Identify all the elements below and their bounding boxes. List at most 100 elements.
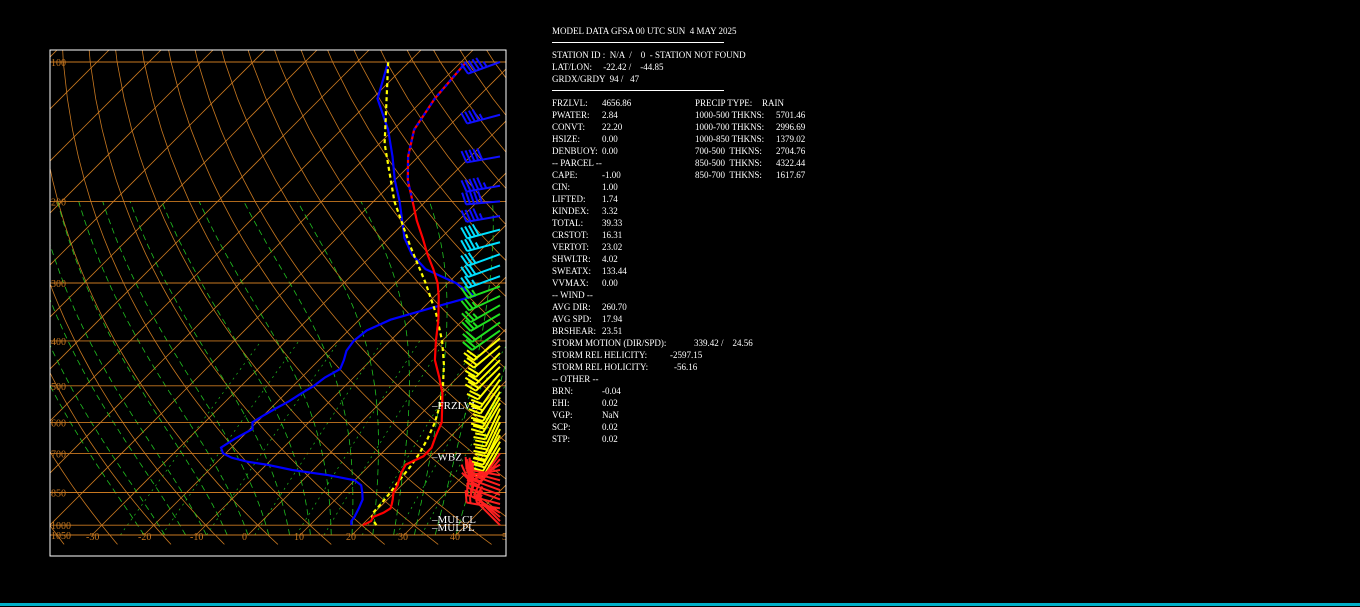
wind-barb-flag bbox=[465, 192, 472, 205]
wind-barb-flag bbox=[464, 376, 477, 385]
wind-barb-flag bbox=[464, 310, 475, 321]
wind-barb-flag bbox=[460, 464, 468, 477]
index-label: VGP: bbox=[552, 410, 573, 420]
wind-barb-flag bbox=[466, 357, 478, 366]
isotherm-line bbox=[247, 276, 506, 536]
index-value: 133.44 bbox=[602, 266, 627, 276]
index-label: -- PARCEL -- bbox=[552, 158, 602, 168]
wind-barb-shaft bbox=[467, 285, 501, 299]
index-value: 5701.46 bbox=[776, 110, 806, 120]
index-label: 700-500 THKNS: bbox=[695, 146, 762, 156]
wind-barb-flag bbox=[460, 300, 470, 311]
wind-barb-shaft bbox=[482, 434, 501, 466]
isotherm-line bbox=[50, 50, 214, 214]
index-value: 0.02 bbox=[602, 422, 618, 432]
isotherm-line bbox=[91, 120, 506, 536]
wind-barb-flag bbox=[460, 150, 468, 163]
index-label: BRSHEAR: bbox=[552, 326, 597, 336]
index-row: LIFTED:1.74 bbox=[552, 193, 746, 205]
index-label: HSIZE: bbox=[552, 134, 580, 144]
wind-barb-flag bbox=[464, 383, 477, 392]
dry-adiabat-line bbox=[141, 50, 492, 545]
index-row: CRSTOT:16.31 bbox=[552, 229, 746, 241]
dry-adiabat-line bbox=[50, 450, 118, 545]
index-row: BRSHEAR:23.51 bbox=[552, 325, 746, 337]
index-label: PWATER: bbox=[552, 110, 590, 120]
wind-barb-flag bbox=[469, 389, 482, 398]
wind-barb-flag bbox=[464, 150, 472, 163]
moist-adiabat-line bbox=[243, 201, 354, 535]
wind-barb bbox=[470, 391, 501, 423]
wind-barb-shaft bbox=[466, 228, 501, 240]
wind-barb-flag bbox=[470, 428, 484, 434]
wind-barb-shaft bbox=[466, 200, 501, 206]
mixing-ratio-line bbox=[295, 340, 421, 536]
dry-adiabat-line bbox=[459, 50, 506, 116]
wind-barb bbox=[463, 345, 501, 369]
wind-barb bbox=[463, 337, 501, 361]
mixing-ratio-line bbox=[254, 340, 383, 536]
wind-barb-flag bbox=[468, 110, 476, 122]
wind-barb-flag bbox=[460, 210, 468, 223]
dewpoint-profile bbox=[219, 61, 477, 526]
wind-barb-flag bbox=[476, 147, 484, 161]
index-row: SWEATX: 133.44 bbox=[552, 265, 746, 277]
temperature-tick-label: 30 bbox=[398, 532, 408, 543]
index-row: VGP:NaN bbox=[552, 409, 746, 421]
index-label: SCP: bbox=[552, 422, 571, 432]
index-label: 1000-500 THKNS: bbox=[695, 110, 765, 120]
index-row: VERTOT:23.02 bbox=[552, 241, 746, 253]
wind-barb-flag bbox=[464, 490, 468, 503]
level-annotation: –MULCL bbox=[431, 514, 476, 526]
index-label: SHWLTR: bbox=[552, 254, 591, 264]
temperature-tick-label: 5 bbox=[502, 532, 507, 543]
index-value: 2.84 bbox=[602, 110, 618, 120]
wind-barb-shaft bbox=[479, 379, 501, 409]
index-label: EHI: bbox=[552, 398, 570, 408]
index-row: -- OTHER -- bbox=[552, 373, 746, 385]
pressure-tick-label: 300 bbox=[51, 279, 66, 290]
wind-barb-flag bbox=[477, 190, 484, 204]
index-row: STORM REL HOLICITY:-56.16 bbox=[552, 361, 746, 373]
wind-barb-flag bbox=[464, 179, 472, 192]
wind-barb-flag bbox=[464, 319, 475, 330]
wind-barb-flag bbox=[460, 179, 468, 193]
wind-barb-shaft bbox=[468, 295, 501, 312]
isotherm-line bbox=[50, 50, 318, 318]
wind-barb-shaft bbox=[466, 241, 501, 253]
moist-adiabat-line bbox=[434, 201, 494, 536]
index-label: PRECIP TYPE: bbox=[695, 98, 753, 108]
index-row: PWATER: 2.84 1000-500 THKNS: 5701.46 bbox=[552, 109, 805, 121]
index-value: 260.70 bbox=[602, 302, 627, 312]
wind-barb-shaft bbox=[467, 253, 501, 267]
index-label: BRN: bbox=[552, 386, 574, 396]
temperature-tick-label: 10 bbox=[294, 532, 304, 543]
wind-barb-shaft bbox=[467, 486, 501, 501]
wind-barb bbox=[466, 372, 501, 401]
index-row: KINDEX:3.32 bbox=[552, 205, 746, 217]
wind-barb-shaft bbox=[466, 113, 501, 125]
index-label: VERTOT: bbox=[552, 242, 589, 252]
moist-adiabat-line bbox=[360, 201, 410, 536]
index-label: KINDEX: bbox=[552, 206, 589, 216]
index-value: 39.33 bbox=[602, 218, 623, 228]
wind-barb-shaft bbox=[475, 352, 501, 378]
index-value: 339.42 / 24.56 bbox=[694, 338, 753, 348]
wind-barb-flag bbox=[471, 58, 481, 71]
index-row: VVMAX:0.00 bbox=[552, 277, 746, 289]
dry-adiabat-line bbox=[115, 50, 439, 545]
wind-barb-shaft bbox=[467, 264, 501, 279]
wind-barb-flag bbox=[472, 463, 486, 469]
wind-barb-shaft bbox=[475, 500, 501, 526]
index-value: 2704.76 bbox=[776, 146, 806, 156]
index-label: LIFTED: bbox=[552, 194, 586, 204]
index-label: STORM REL HELICITY: bbox=[552, 350, 648, 360]
wind-barb-shaft bbox=[484, 408, 501, 440]
index-label: SWEATX: bbox=[552, 266, 591, 276]
wind-barb-shaft bbox=[477, 372, 501, 400]
wind-barb-flag bbox=[469, 483, 475, 497]
wind-barb-flag bbox=[468, 408, 481, 415]
